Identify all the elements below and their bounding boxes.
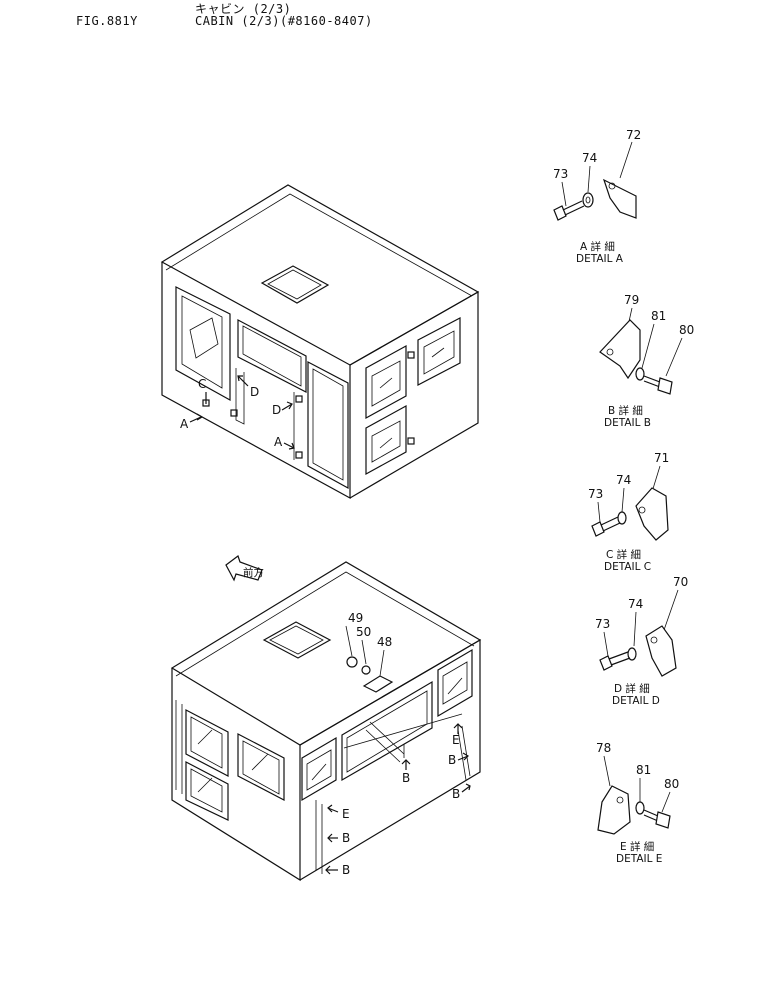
detail-d-jp: D 詳 細: [614, 682, 650, 695]
marker-d-right: D: [272, 403, 281, 417]
callout-49: 49: [348, 611, 363, 625]
title-japanese: キャビン (2/3): [195, 2, 292, 16]
callout-48: 48: [377, 635, 392, 649]
marker-b-5: B: [342, 863, 350, 877]
front-direction-arrow: 前方: [225, 555, 264, 582]
detail-e-en: DETAIL E: [616, 853, 662, 865]
callout-73-d: 73: [595, 617, 610, 631]
marker-b-1: B: [402, 771, 410, 785]
detail-e: 78 81 80 E 詳 細 DETAIL E: [596, 741, 679, 865]
markers-upper: A C D D A: [180, 375, 295, 450]
callout-81-e: 81: [636, 763, 651, 777]
detail-d-en: DETAIL D: [612, 695, 660, 707]
callout-80-b: 80: [679, 323, 694, 337]
detail-a-en: DETAIL A: [576, 253, 624, 265]
callout-74-c: 74: [616, 473, 631, 487]
marker-d-left: D: [250, 385, 259, 399]
marker-b-3: B: [452, 787, 460, 801]
front-arrow-label: 前方: [243, 566, 264, 579]
detail-b-en: DETAIL B: [604, 417, 651, 429]
marker-a-left: A: [180, 417, 189, 431]
detail-c-en: DETAIL C: [604, 561, 651, 573]
marker-b-4: B: [342, 831, 350, 845]
cabin-upper-view: [160, 184, 480, 500]
detail-c-jp: C 詳 細: [606, 548, 641, 561]
markers-lower: 49 50 48 B B B E E B B: [325, 611, 471, 877]
callout-73-c: 73: [588, 487, 603, 501]
marker-a-right: A: [274, 435, 283, 449]
callout-79: 79: [624, 293, 639, 307]
detail-e-jp: E 詳 細: [620, 840, 654, 853]
callout-70: 70: [673, 575, 688, 589]
callout-73-a: 73: [553, 167, 568, 181]
callout-50: 50: [356, 625, 371, 639]
callout-72: 72: [626, 128, 641, 142]
detail-a-jp: A 詳 細: [580, 240, 615, 253]
marker-b-2: B: [448, 753, 456, 767]
callout-74-a: 74: [582, 151, 597, 165]
callout-74-d: 74: [628, 597, 643, 611]
marker-e-2: E: [342, 807, 350, 821]
detail-c: 71 74 73 C 詳 細 DETAIL C: [588, 451, 669, 573]
callout-81-b: 81: [651, 309, 666, 323]
callout-80-e: 80: [664, 777, 679, 791]
cabin-lower-view: [170, 561, 482, 882]
marker-e-1: E: [452, 733, 460, 747]
title-english: CABIN (2/3)(#8160-8407): [195, 14, 373, 28]
detail-a: 72 74 73 A 詳 細 DETAIL A: [553, 128, 641, 265]
callout-71: 71: [654, 451, 669, 465]
figure-number: FIG.881Y: [76, 14, 138, 28]
callout-78: 78: [596, 741, 611, 755]
detail-b: 79 81 80 B 詳 細 DETAIL B: [599, 293, 694, 429]
detail-b-jp: B 詳 細: [608, 404, 643, 417]
detail-d: 70 74 73 D 詳 細 DETAIL D: [595, 575, 688, 707]
marker-c: C: [198, 377, 206, 391]
